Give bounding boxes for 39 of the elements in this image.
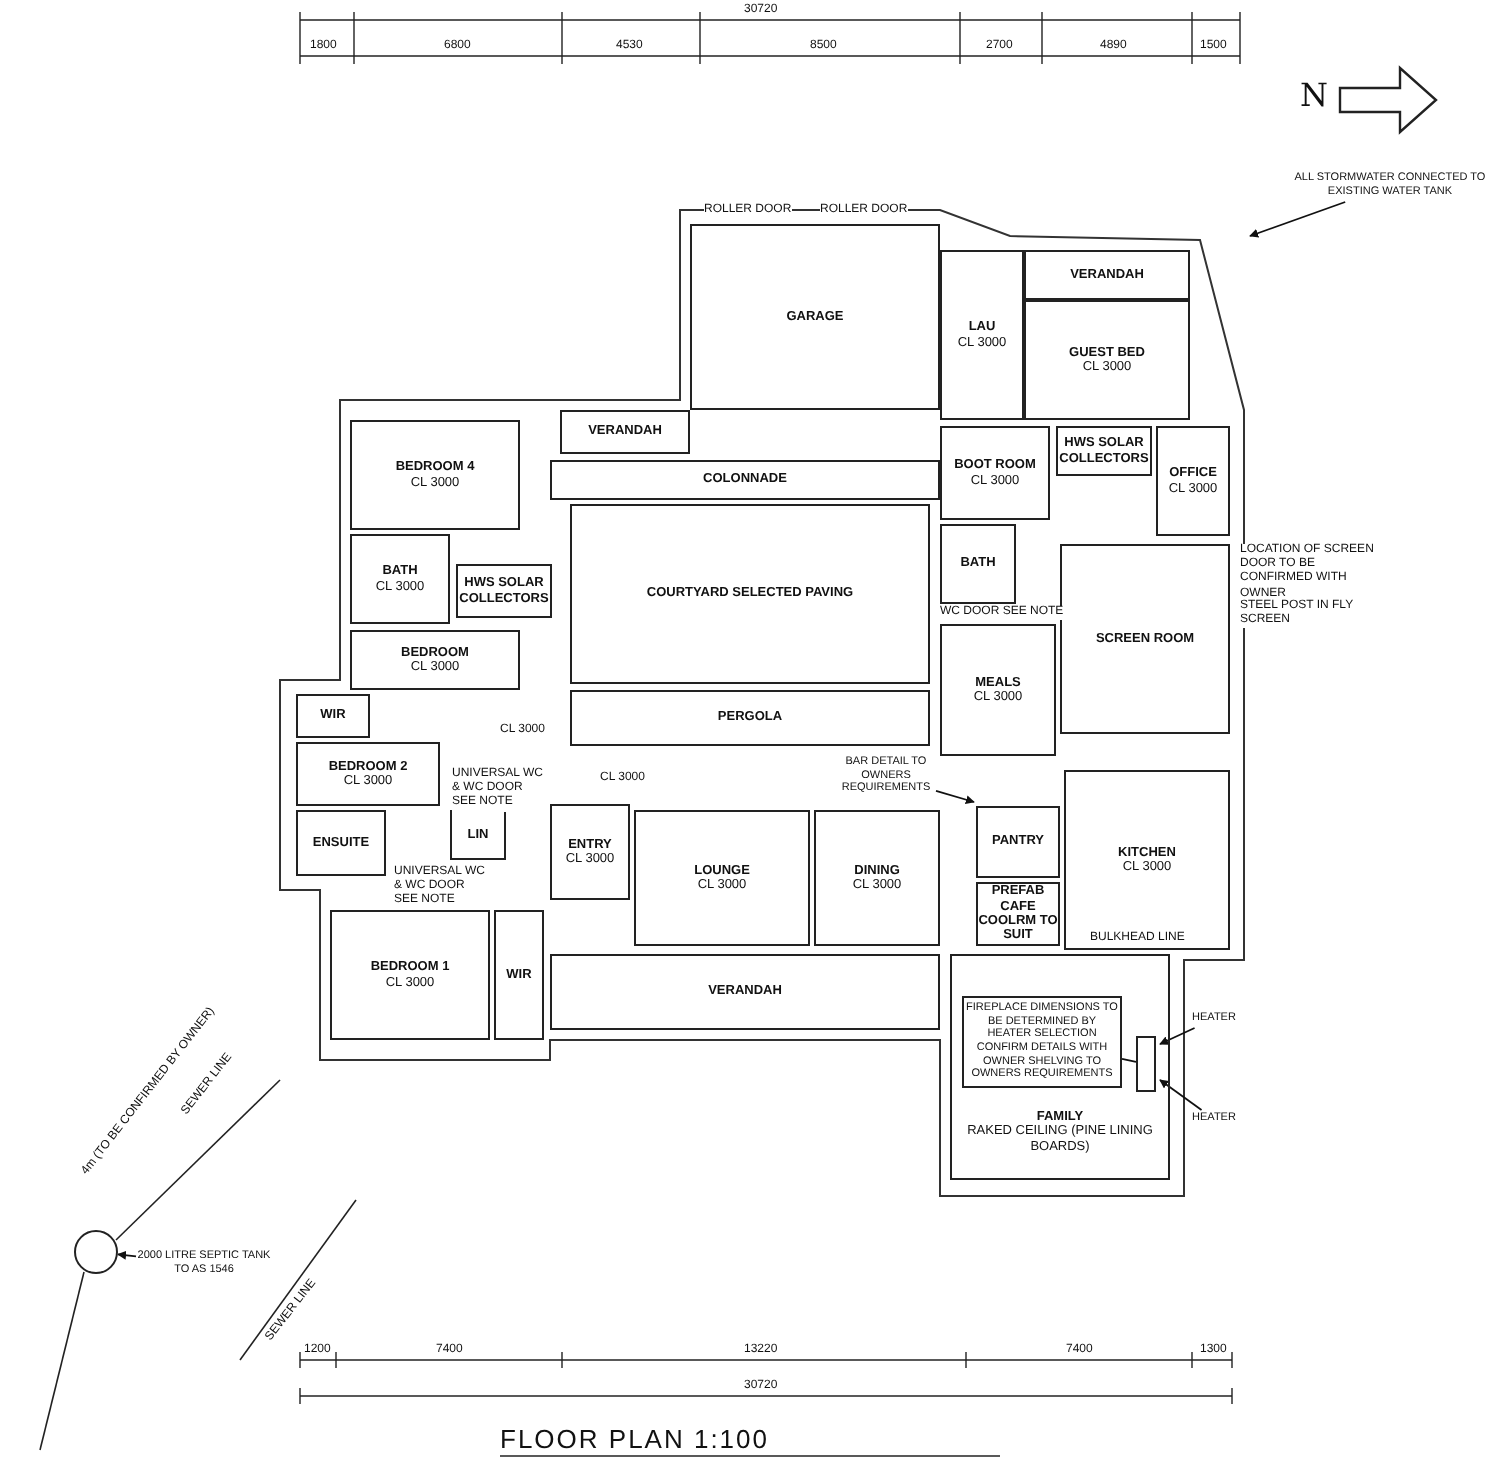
room-outline	[350, 630, 520, 690]
room-outline	[814, 810, 940, 946]
room-outline	[550, 460, 940, 500]
leader-arrow	[117, 1250, 137, 1260]
room-outline	[456, 564, 552, 618]
room-outline	[560, 410, 690, 454]
room-outline	[1056, 426, 1152, 476]
room-outline	[550, 954, 940, 1030]
room-outline	[976, 806, 1060, 878]
room-outline	[494, 910, 544, 1040]
room-outline	[330, 910, 490, 1040]
room-outline	[634, 810, 810, 946]
room-outline	[296, 810, 386, 876]
room-outline	[296, 742, 440, 806]
room-outline	[296, 694, 370, 738]
room-outline	[1024, 250, 1190, 300]
room-outline	[570, 504, 930, 684]
plan-title: FLOOR PLAN 1:100	[500, 1424, 769, 1454]
room-outline	[940, 624, 1056, 756]
room-outline	[1064, 770, 1230, 950]
room-outline	[950, 954, 1170, 1180]
room-outline	[1060, 544, 1230, 734]
room-outline	[570, 690, 930, 746]
leader-arrow	[1159, 1027, 1196, 1045]
room-outline	[350, 534, 450, 624]
room-outline	[350, 420, 520, 530]
septic-tank-circle	[74, 1230, 118, 1274]
room-outline	[690, 224, 940, 410]
leader-arrow	[1159, 1079, 1203, 1111]
fireplace-box	[1136, 1036, 1156, 1092]
leader-line	[1121, 1058, 1137, 1063]
room-outline	[1156, 426, 1230, 536]
room-outline	[940, 250, 1024, 420]
room-outline	[550, 804, 630, 900]
leader-arrow	[935, 789, 975, 804]
room-outline	[1024, 300, 1190, 420]
leader-arrow	[1249, 201, 1347, 238]
room-outline	[940, 426, 1050, 520]
room-outline	[940, 524, 1016, 604]
